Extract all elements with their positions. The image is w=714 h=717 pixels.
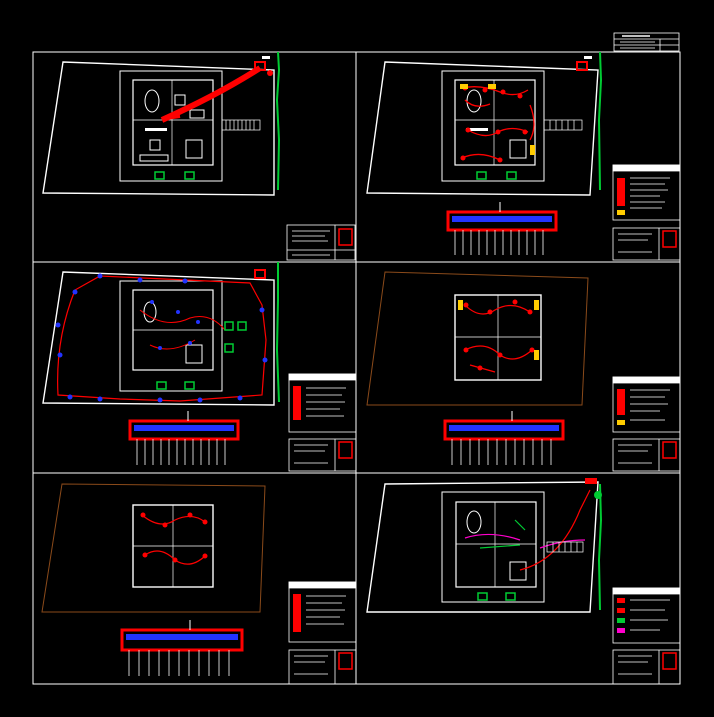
main-feeder-line xyxy=(160,65,262,123)
street-line xyxy=(275,51,281,191)
panel-6-special-systems xyxy=(366,478,681,685)
sheet-title-stamp xyxy=(613,32,680,52)
perimeter-lighting-loop xyxy=(57,275,267,402)
panel-5-upper-floor-b xyxy=(41,483,357,685)
stair-hatch xyxy=(221,119,261,131)
sheet-frame xyxy=(32,51,681,685)
lighting-circuit-lines xyxy=(461,86,535,161)
panel-4-upper-floor xyxy=(366,271,681,472)
legend-box xyxy=(612,164,681,221)
panel-1-title-block xyxy=(286,224,356,261)
meter-symbol xyxy=(254,61,266,71)
telecom-circuit-lines xyxy=(464,533,586,549)
perimeter-fixtures xyxy=(55,273,268,403)
floor-plan xyxy=(132,79,214,166)
distribution-panel-schedule xyxy=(446,202,558,255)
panel-2-lighting-plan xyxy=(366,51,681,261)
dining-table-symbol xyxy=(144,89,160,113)
panel-3-perimeter-circuit xyxy=(42,262,357,472)
data-circuit-lines xyxy=(479,519,526,549)
panel-1-site-plan xyxy=(42,51,356,261)
site-boundary xyxy=(42,61,275,196)
